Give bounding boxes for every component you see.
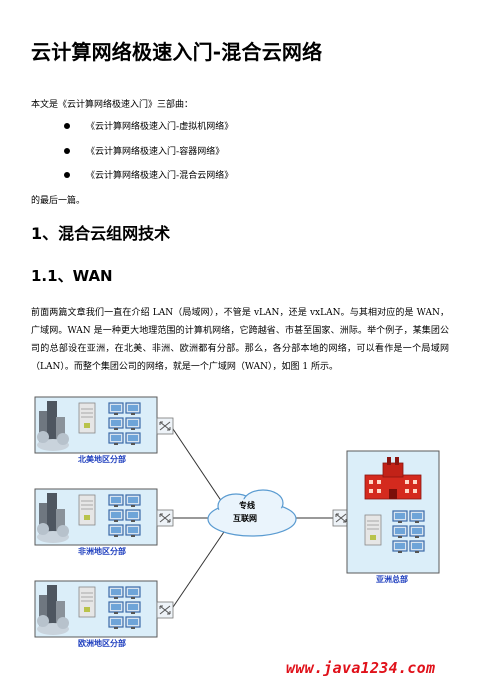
cloud-icon (207, 489, 297, 537)
hq-building-icon (364, 457, 422, 500)
section-heading: 1、混合云组网技术 (31, 224, 171, 243)
series-list: 《云计算网络极速入门-虚拟机网络》 《云计算网络极速入门-容器网络》 《云计算网… (64, 116, 233, 190)
region-label: 欧洲地区分部 (78, 639, 126, 648)
cloud-label-line2: 互联网 (233, 514, 257, 523)
outro-text: 的最后一篇。 (31, 196, 86, 206)
watermark-text: www.java1234.com (286, 659, 436, 677)
intro-text: 本文是《云计算网络极速入门》三部曲： (31, 100, 194, 110)
region-label: 北美地区分部 (78, 455, 126, 464)
bullet-icon (64, 147, 70, 154)
page-title: 云计算网络极速入门-混合云网络 (31, 40, 323, 64)
cloud-label-line1: 专线 (239, 501, 255, 510)
list-item: 《云计算网络极速入门-混合云网络》 (64, 165, 233, 190)
list-item: 《云计算网络极速入门-虚拟机网络》 (64, 116, 233, 141)
switch-icon (156, 417, 174, 435)
bullet-icon (64, 123, 70, 129)
link-line (170, 425, 229, 512)
wan-diagram-graphic (34, 396, 440, 638)
switch-icon (156, 509, 174, 527)
list-item-text: 《云计算网络极速入门-虚拟机网络》 (86, 122, 234, 132)
bullet-icon (64, 172, 70, 178)
link-line (170, 525, 229, 611)
list-item: 《云计算网络极速入门-容器网络》 (64, 141, 233, 166)
subsection-heading: 1.1、WAN (31, 267, 113, 285)
region-label: 亚洲总部 (376, 575, 408, 584)
list-item-text: 《云计算网络极速入门-容器网络》 (86, 146, 225, 157)
body-paragraph: 前面两篇文章我们一直在介绍 LAN（局域网），不管是 vLAN，还是 vxLAN… (31, 308, 449, 372)
list-item-text: 《云计算网络极速入门-混合云网络》 (86, 171, 234, 181)
wan-diagram: 北美地区分部 非洲地区分部 欧洲地区分部 亚洲总部 专线 互联网 (31, 393, 451, 655)
region-label: 非洲地区分部 (78, 547, 126, 556)
switch-icon (156, 601, 174, 619)
